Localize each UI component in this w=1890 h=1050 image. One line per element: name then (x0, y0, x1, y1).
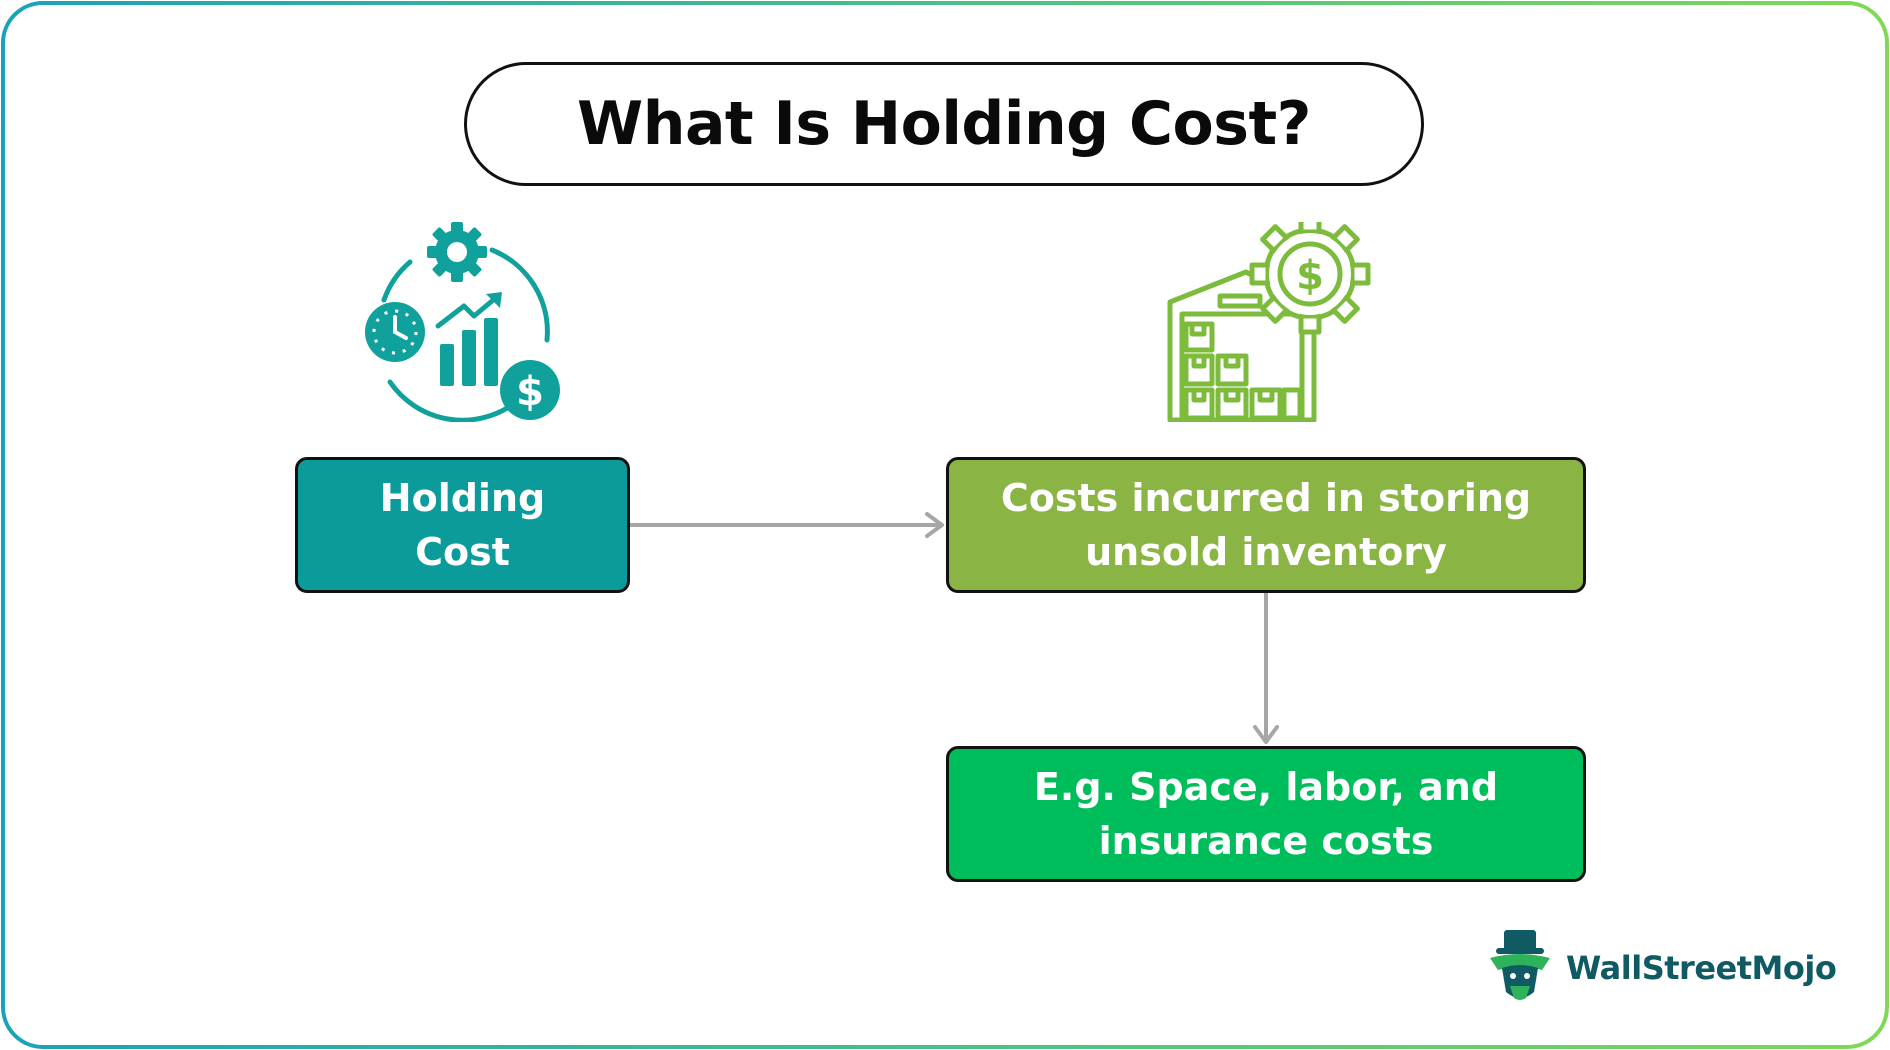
warehouse-cost-icon: $ (1167, 222, 1371, 422)
example-line-2: insurance costs (1098, 819, 1434, 863)
example-box: E.g. Space, labor, and insurance costs (946, 746, 1586, 882)
holding-cost-line-2: Cost (415, 530, 510, 574)
brand-logo: WallStreetMojo (1480, 928, 1837, 1008)
definition-box: Costs incurred in storing unsold invento… (946, 457, 1586, 593)
finance-cycle-icon: $ (365, 222, 560, 422)
diagram-title: What Is Holding Cost? (577, 89, 1311, 159)
svg-text:$: $ (1296, 253, 1324, 299)
svg-text:$: $ (516, 369, 544, 415)
title-pill: What Is Holding Cost? (464, 62, 1424, 186)
holding-cost-line-1: Holding (379, 476, 546, 520)
wallstreetmojo-logo-icon (1490, 930, 1550, 1000)
example-line-1: E.g. Space, labor, and (1033, 765, 1499, 809)
definition-line-2: unsold inventory (1085, 530, 1447, 574)
definition-line-1: Costs incurred in storing (1000, 476, 1532, 520)
holding-cost-box: Holding Cost (295, 457, 630, 593)
logo-text: WallStreetMojo (1566, 949, 1837, 987)
